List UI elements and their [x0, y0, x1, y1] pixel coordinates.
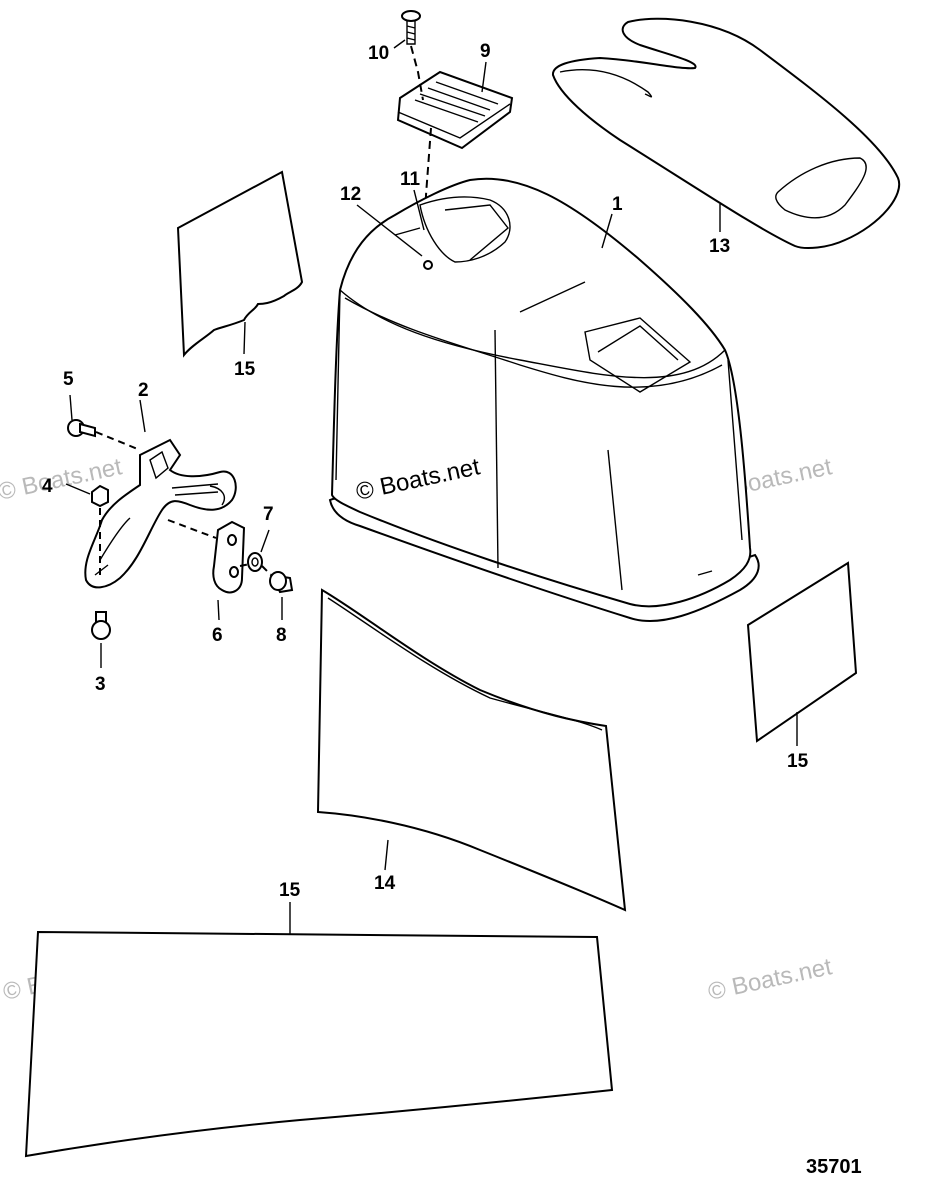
- callout-5: 5: [63, 369, 74, 390]
- callout-13: 13: [709, 236, 730, 257]
- bolt-part-3: [91, 611, 111, 640]
- callout-1: 1: [612, 194, 623, 215]
- callout-7: 7: [263, 504, 274, 525]
- callout-9: 9: [480, 41, 491, 62]
- callout-4: 4: [42, 476, 53, 497]
- callout-2: 2: [138, 380, 149, 401]
- top-decal-part-13: [552, 17, 901, 249]
- watermark-right-lower: © Boats.net: [706, 953, 835, 1006]
- leader-dash-9-11: [424, 127, 432, 246]
- callout-15-left: 15: [234, 359, 256, 380]
- mounting-bracket-part-2: [84, 438, 237, 589]
- side-decal-part-15-left: [176, 170, 304, 358]
- callout-15-bottom: 15: [279, 880, 301, 901]
- callout-3: 3: [95, 674, 106, 695]
- leader-dash-bracket: [167, 519, 273, 577]
- top-cowl-part-1: [328, 177, 760, 622]
- screw-part-10: [401, 10, 424, 101]
- side-decal-part-15-right: [746, 561, 858, 743]
- side-decal-part-15-bottom: [24, 930, 614, 1158]
- callout-11: 11: [400, 169, 421, 190]
- callout-10: 10: [368, 43, 389, 64]
- hinge-clip-part-6: [212, 520, 246, 594]
- screw-part-5: [67, 419, 141, 451]
- cover-plate-part-9: [396, 70, 514, 150]
- callout-8: 8: [276, 625, 287, 646]
- washer-part-7: [247, 552, 263, 572]
- screw-part-8: [269, 571, 294, 594]
- callout-14: 14: [374, 873, 396, 894]
- side-decal-part-14: [316, 588, 627, 912]
- callout-6: 6: [212, 625, 223, 646]
- figure-number: 35701: [806, 1156, 862, 1178]
- callout-12: 12: [340, 184, 361, 205]
- nut-part-4: [91, 484, 109, 580]
- callout-15-right: 15: [787, 751, 809, 772]
- callout-leaders: [65, 39, 798, 934]
